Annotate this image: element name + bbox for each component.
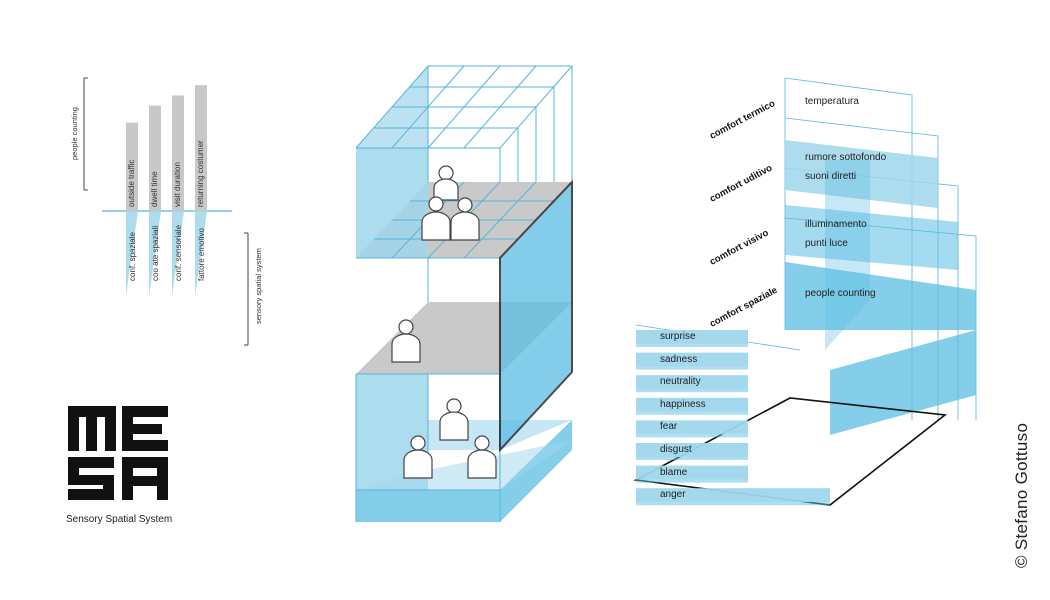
- people-counting-bar-label: visit duration: [173, 162, 182, 207]
- bottom-volume-base: [356, 490, 500, 522]
- people-counting-bar-label: returning costumer: [196, 140, 205, 207]
- copyright-text: © Stefano Gottuso: [1012, 422, 1031, 568]
- comfort-layers-diagram: [633, 77, 977, 506]
- isometric-building: [355, 65, 573, 522]
- people-counting-bar-label: outside traffic: [127, 159, 136, 207]
- mesa-logo: [68, 406, 168, 500]
- emotion-label: anger: [660, 489, 686, 501]
- emotion-bar: [636, 352, 748, 367]
- emotion-label: disgust: [660, 444, 692, 455]
- person-icon: [433, 165, 459, 201]
- person-icon: [467, 435, 497, 479]
- emotion-label: fear: [660, 421, 678, 433]
- emotion-bar: [636, 488, 830, 503]
- emotion-bar: [636, 443, 748, 457]
- emotion-bar: [636, 465, 748, 480]
- emotion-label: surprise: [660, 331, 696, 342]
- comfort-parameter-label: people counting: [805, 288, 876, 299]
- sensory-system-wedge: [195, 211, 207, 296]
- comfort-visivo-plane: [785, 205, 958, 270]
- emotion-bar: [636, 420, 748, 435]
- people-counting-bar-label: dwell time: [150, 171, 159, 207]
- sensory-system-label: conf. sensoriale: [174, 224, 183, 281]
- sensory-system-label: conf. spaziale: [128, 232, 137, 281]
- comfort-parameter-label: punti luce: [805, 238, 848, 249]
- sensory-system-wedge: [126, 211, 138, 296]
- sensory-system-wedge: [149, 211, 161, 296]
- person-icon: [403, 435, 433, 479]
- comfort-uditivo-plane: [785, 140, 938, 208]
- people-counting-bar: [126, 122, 138, 211]
- comfort-parameter-label: suoni diretti: [805, 171, 857, 182]
- emotion-label: sadness: [660, 353, 698, 365]
- people-counting-bar: [172, 95, 184, 211]
- comfort-spaziale-plane: [785, 262, 976, 330]
- emotion-bar: [636, 330, 748, 344]
- people-counting-chart: [83, 77, 249, 346]
- person-icon: [421, 196, 451, 241]
- glass-wall: [499, 179, 573, 453]
- emotion-bar: [636, 375, 748, 390]
- people-counting-title: people counting: [70, 107, 79, 160]
- emotion-label: neutrality: [660, 376, 701, 388]
- sensory-system-wedge: [172, 211, 184, 296]
- comfort-parameter-label: rumore sottofondo: [805, 152, 887, 163]
- person-icon: [439, 398, 469, 441]
- emotion-bar: [636, 397, 748, 412]
- comfort-parameter-label: temperatura: [805, 96, 859, 107]
- sensory-system-title: sensory spatial system: [254, 248, 263, 324]
- logo-caption: Sensory Spatial System: [66, 514, 173, 525]
- people-counting-bar: [149, 105, 161, 211]
- emotion-label: blame: [660, 466, 688, 478]
- comfort-parameter-label: illuminamento: [805, 219, 867, 230]
- emotion-label: happiness: [660, 398, 706, 410]
- person-icon: [391, 319, 421, 363]
- person-icon: [450, 197, 480, 241]
- people-counting-bar: [195, 85, 207, 211]
- lower-plane: [830, 330, 976, 435]
- sensory-system-label: coo ate spaziali: [151, 225, 160, 281]
- sensory-system-label: fattore emotivo: [197, 228, 206, 281]
